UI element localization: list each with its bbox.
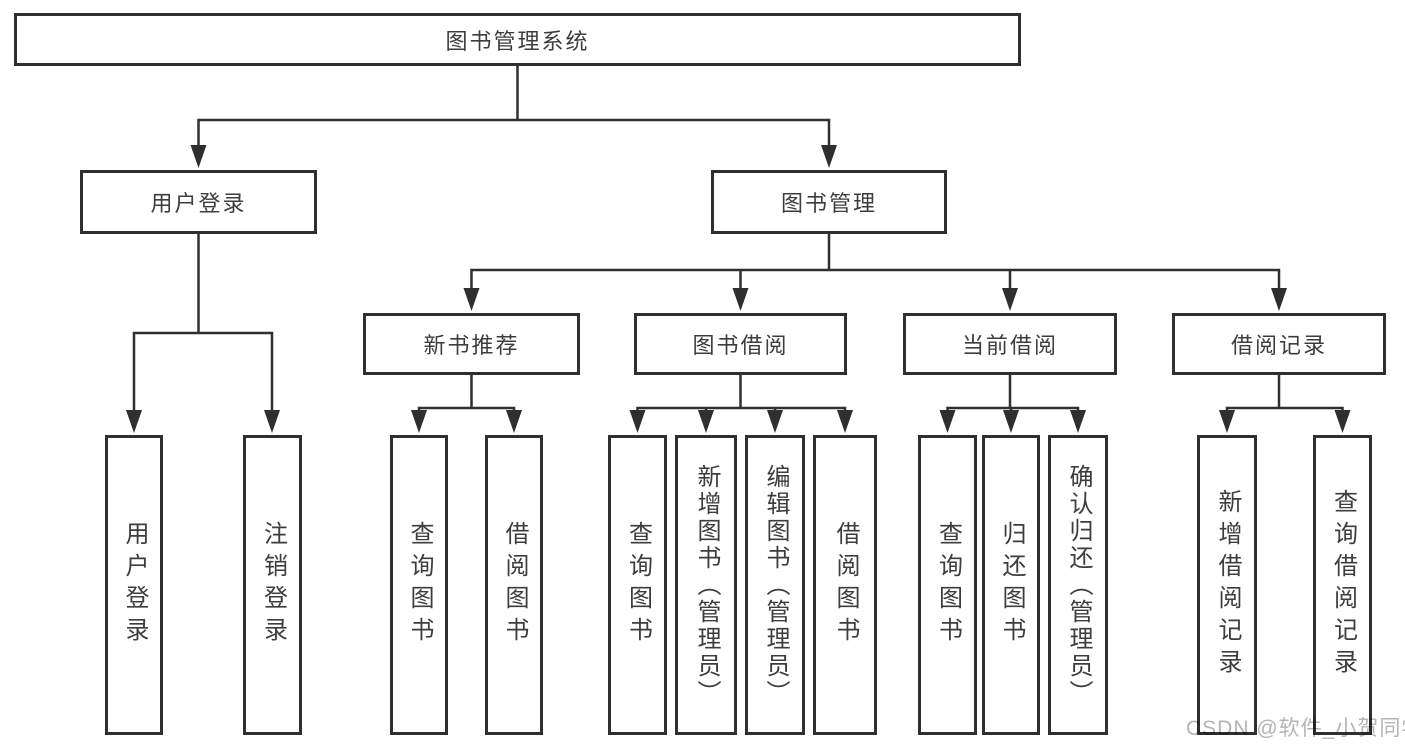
- leaf-add-borrow-record: 新增借阅记录: [1197, 435, 1257, 735]
- leaf-return-book: 归还图书: [982, 435, 1040, 735]
- leaf-borrow-query: 查询图书: [608, 435, 667, 735]
- leaf-add-borrow-record-label: 新增借阅记录: [1214, 489, 1241, 681]
- leaf-current-query: 查询图书: [918, 435, 977, 735]
- leaf-edit-book-admin-label: 编辑图书（管理员）: [762, 463, 789, 707]
- node-current-borrow: 当前借阅: [903, 313, 1117, 375]
- leaf-borrow-book-label: 借阅图书: [832, 521, 859, 649]
- node-root-label: 图书管理系统: [445, 28, 590, 54]
- leaf-confirm-return-admin: 确认归还（管理员）: [1048, 435, 1108, 735]
- node-user-login-label: 用户登录: [150, 191, 247, 216]
- leaf-return-book-label: 归还图书: [998, 521, 1025, 649]
- node-book-borrow: 图书借阅: [634, 313, 847, 375]
- watermark: CSDN @软件_小贺同学: [1186, 717, 1405, 740]
- node-borrow-records: 借阅记录: [1172, 313, 1386, 375]
- leaf-current-query-label: 查询图书: [934, 521, 962, 649]
- node-user-login: 用户登录: [80, 170, 317, 234]
- node-current-borrow-label: 当前借阅: [961, 333, 1058, 358]
- leaf-newbooks-query: 查询图书: [390, 435, 448, 735]
- leaf-newbooks-borrow-label: 借阅图书: [501, 521, 528, 649]
- leaf-confirm-return-admin-label: 确认归还（管理员）: [1065, 463, 1092, 707]
- leaf-borrow-book: 借阅图书: [813, 435, 877, 735]
- node-book-mgmt-label: 图书管理: [780, 191, 877, 216]
- leaf-newbooks-query-label: 查询图书: [406, 521, 433, 649]
- node-new-books: 新书推荐: [363, 313, 580, 375]
- leaf-edit-book-admin: 编辑图书（管理员）: [745, 435, 805, 735]
- leaf-logout-label: 注销登录: [259, 521, 287, 649]
- leaf-logout: 注销登录: [243, 435, 302, 735]
- leaf-query-borrow-record-label: 查询借阅记录: [1329, 489, 1357, 681]
- leaf-newbooks-borrow: 借阅图书: [485, 435, 543, 735]
- node-book-borrow-label: 图书借阅: [692, 333, 789, 358]
- leaf-add-book-admin: 新增图书（管理员）: [675, 435, 737, 735]
- node-new-books-label: 新书推荐: [423, 333, 520, 358]
- node-borrow-records-label: 借阅记录: [1230, 333, 1327, 358]
- leaf-borrow-query-label: 查询图书: [624, 521, 652, 649]
- arrowhead-icons: [126, 145, 1351, 433]
- node-root: 图书管理系统: [14, 13, 1021, 66]
- leaf-user-login-label: 用户登录: [121, 521, 148, 649]
- leaf-add-book-admin-label: 新增图书（管理员）: [693, 463, 720, 707]
- leaf-user-login: 用户登录: [105, 435, 163, 735]
- leaf-query-borrow-record: 查询借阅记录: [1313, 435, 1372, 735]
- node-book-mgmt: 图书管理: [711, 170, 947, 234]
